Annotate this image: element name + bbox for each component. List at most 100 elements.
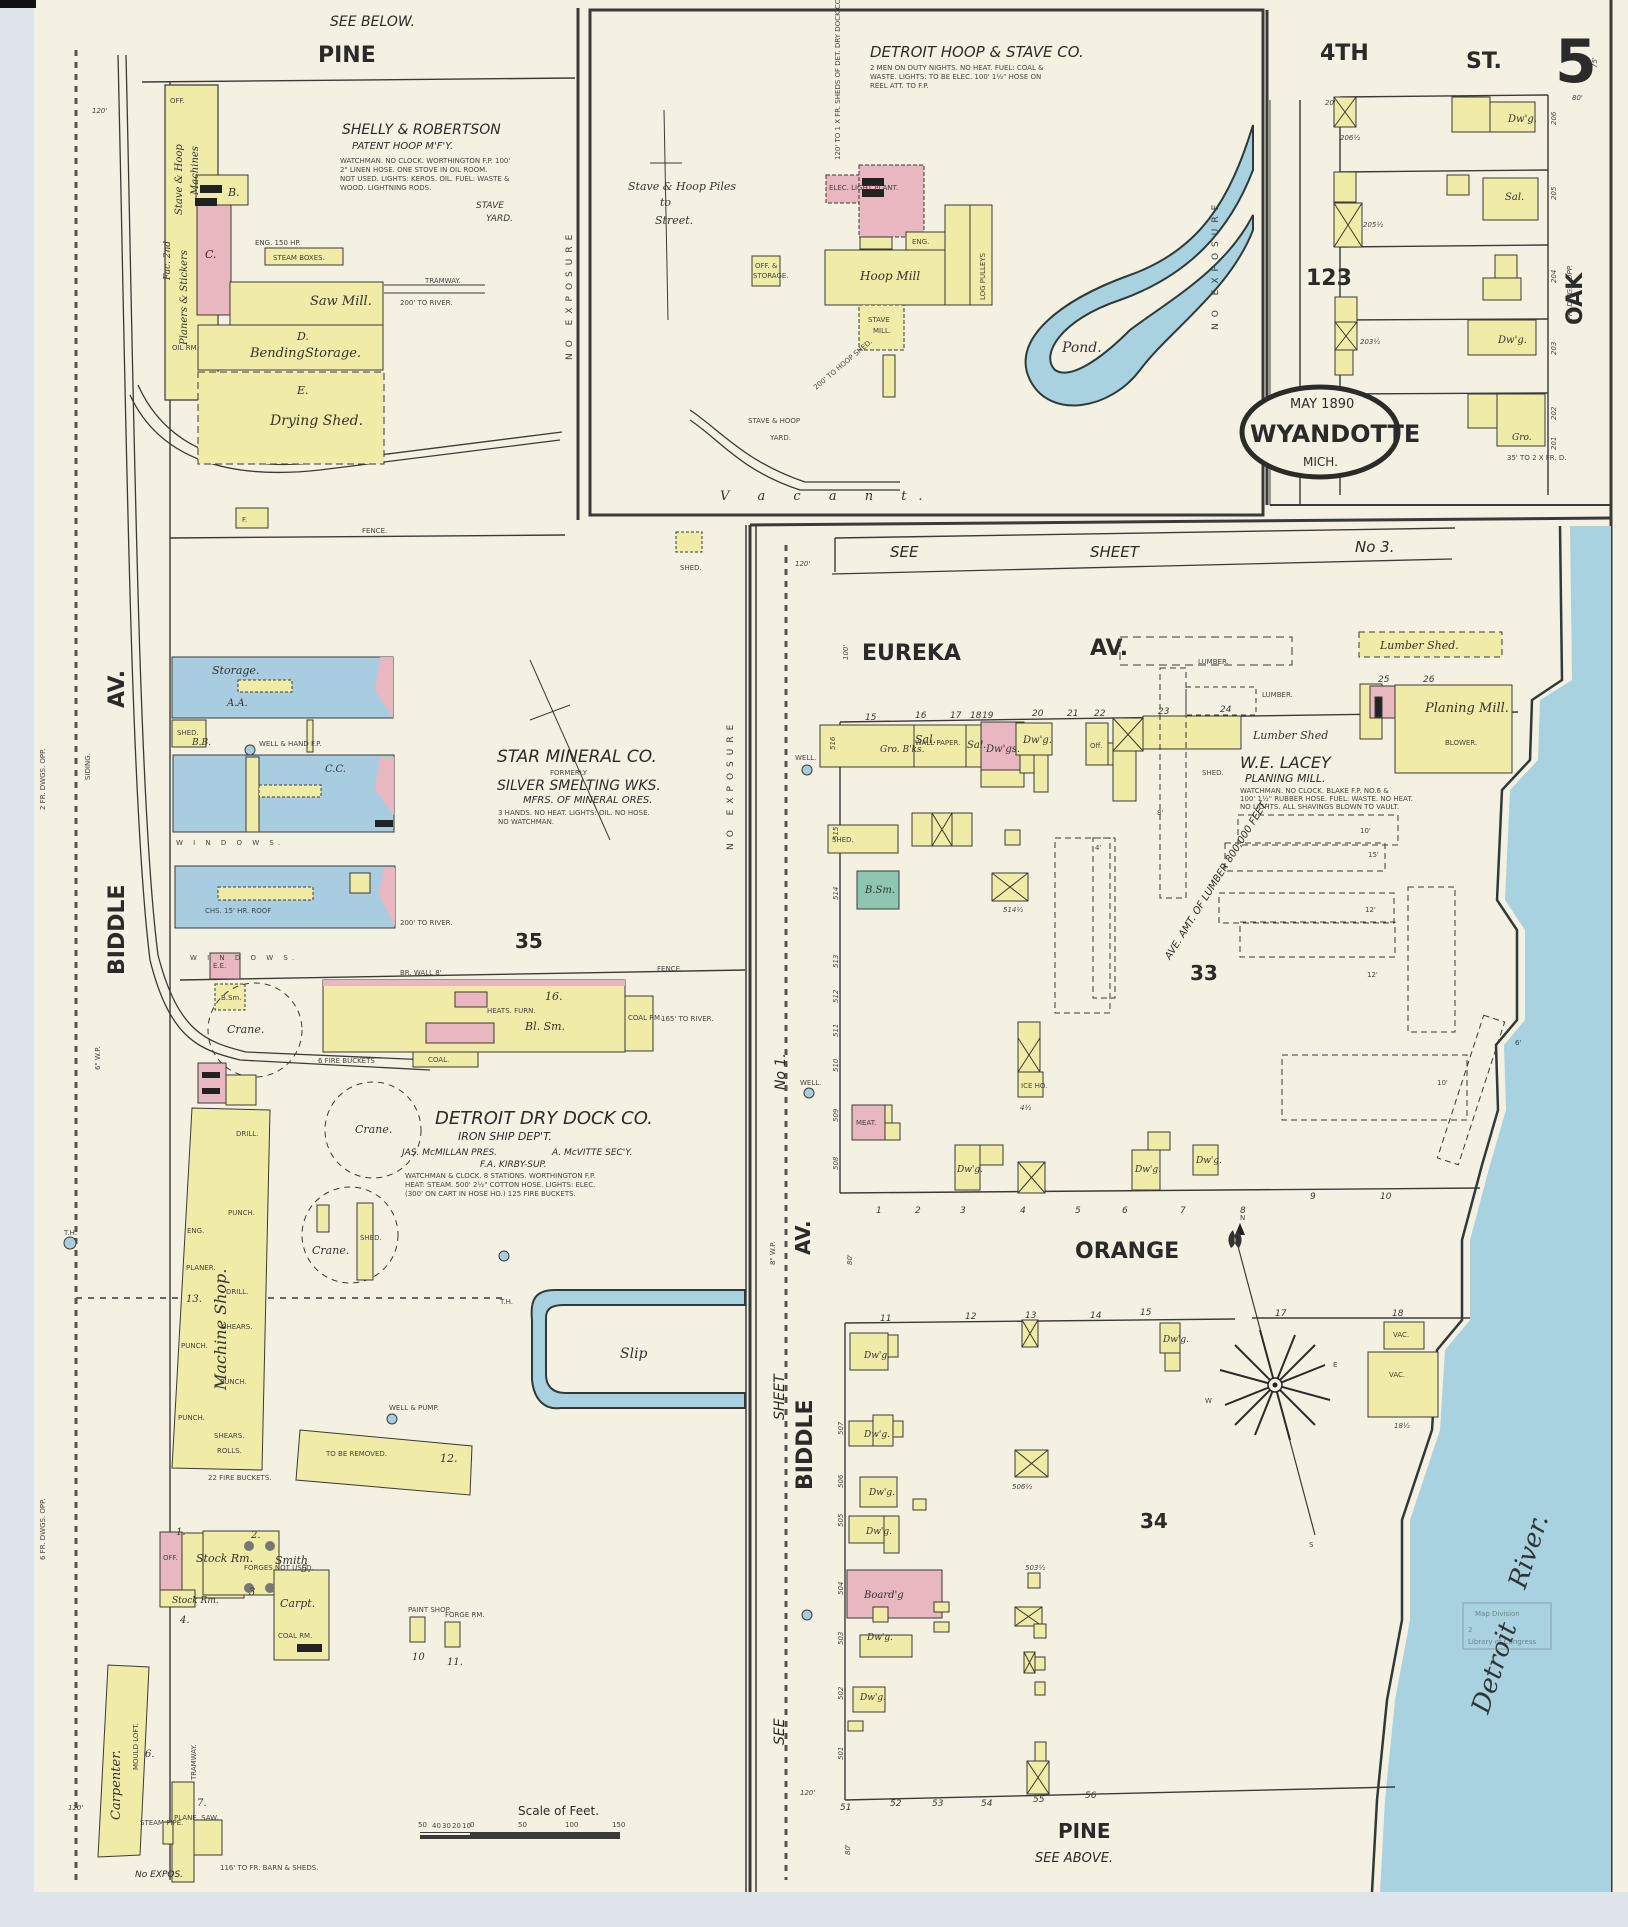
dry-dock-secretary: A. McVITTE SEC'Y.	[551, 1148, 632, 1158]
stock-room-label: Stock Rm.	[196, 1552, 253, 1565]
hoop-stave-plant	[650, 109, 993, 398]
vacant-building-label-2: VAC.	[1389, 1371, 1405, 1379]
punch-label-3: PUNCH.	[220, 1378, 247, 1386]
dwelling-label-4: Dw'g.	[956, 1165, 983, 1175]
svg-text:55: 55	[1033, 1795, 1045, 1805]
svg-text:4½: 4½	[1020, 1104, 1031, 1112]
street-pine-top: PINE	[318, 43, 376, 68]
stave-hoop-yard-label-2: YARD.	[769, 434, 791, 442]
plane-saw-label: PLANE. SAW.	[174, 1814, 219, 1822]
dim-10: 10'	[1360, 827, 1371, 835]
crane-shed-label: SHED.	[360, 1234, 382, 1242]
library-stamp: Map Division 2 Library of Congress	[1462, 1602, 1552, 1650]
fence-label-2: FENCE.	[657, 965, 682, 973]
grocery-label: Gro.	[1512, 433, 1532, 443]
wall-paper-label: WALL PAPER.	[915, 739, 960, 747]
scan-corner	[0, 0, 36, 8]
compass-rose: N S E W	[1205, 1214, 1337, 1549]
svg-text:508: 508	[832, 1156, 840, 1170]
shelly-robertson-sub: PATENT HOOP M'F'Y.	[352, 141, 453, 152]
svg-text:18½: 18½	[1394, 1422, 1410, 1430]
siding-label: SIDING.	[84, 753, 92, 780]
bending-label: Bending	[249, 346, 305, 361]
dim-8: 8'	[1157, 809, 1163, 817]
stave-mill-label: STAVE	[868, 316, 890, 324]
blower-label: BLOWER.	[1445, 739, 1477, 747]
svg-text:2: 2	[915, 1206, 921, 1216]
crane-label-2: Crane.	[355, 1123, 392, 1136]
svg-text:502: 502	[837, 1686, 845, 1700]
svg-text:2: 2	[1468, 1626, 1472, 1634]
see-above-label: SEE ABOVE.	[1035, 1851, 1113, 1866]
lacey-notes-1: WATCHMAN. NO CLOCK. BLAKE F.P. NO.6 &	[1240, 787, 1389, 795]
stave-hoop-storage-label: Stave & Hoop	[174, 144, 185, 215]
svg-text:13: 13	[1025, 1311, 1037, 1321]
windows-label: W I N D O W S.	[190, 954, 298, 962]
punch-label-4: PUNCH.	[178, 1414, 205, 1422]
detroit-river	[1380, 526, 1611, 1892]
svg-text:5: 5	[1075, 1206, 1081, 1216]
see-sheet-label-3: No 3.	[1355, 538, 1394, 556]
machines-label: Machines	[190, 146, 201, 196]
see-label-right: SEE	[772, 1718, 788, 1745]
svg-text:75': 75'	[1591, 57, 1599, 68]
smith-label: Smith	[275, 1554, 308, 1567]
svg-text:16: 16	[915, 711, 927, 721]
drill-label: DRILL.	[236, 1130, 258, 1138]
lumber-shed-label-2: Lumber Shed	[1252, 729, 1328, 742]
engine-label: ENG. 150 HP.	[255, 239, 301, 247]
dry-dock-plant	[63, 982, 510, 1883]
forge-room-label: FORGE RM.	[445, 1611, 485, 1619]
dd-engine-label: ENG.	[187, 1227, 204, 1235]
fire-buckets-22-label: 22 FIRE BUCKETS.	[208, 1474, 272, 1482]
sheet-label-right: SHEET	[772, 1373, 788, 1420]
log-pulleys-label: LOG PULLEYS	[979, 252, 987, 300]
eight-wp-label: 8" W.P.	[769, 1241, 777, 1265]
stave-mill-label-2: MILL.	[873, 327, 891, 335]
svg-text:52: 52	[890, 1799, 902, 1809]
heating-furnace-label: HEATS. FURN.	[487, 1007, 536, 1015]
svg-text:8: 8	[1240, 1206, 1246, 1216]
crane-label: Crane.	[227, 1023, 264, 1036]
map-date: MAY 1890	[1290, 397, 1354, 412]
drying-shed-label: Drying Shed.	[269, 413, 363, 429]
star-notes-1: 3 HANDS. NO HEAT. LIGHTS: OIL. NO HOSE.	[498, 809, 650, 817]
svg-text:201: 201	[1550, 437, 1558, 450]
star-former-name: SILVER SMELTING WKS.	[497, 778, 661, 794]
svg-text:503½: 503½	[1025, 1564, 1045, 1572]
block-123-note: 35' TO 2 X FR. D.	[1507, 454, 1566, 462]
svg-text:17: 17	[950, 711, 962, 721]
piles-label: Stave & Hoop Piles	[628, 180, 736, 193]
dwelling-label-8: Dw'g.	[1162, 1335, 1189, 1345]
office-label-2: OFF.	[163, 1554, 178, 1562]
street-biddle-right: BIDDLE	[793, 1399, 818, 1490]
svg-text:WASTE. LIGHTS: TO BE ELEC. 100: WASTE. LIGHTS: TO BE ELEC. 100' 1½" HOSE…	[870, 73, 1041, 81]
svg-text:2 MEN ON DUTY NIGHTS. NO HEAT.: 2 MEN ON DUTY NIGHTS. NO HEAT. FUEL: COA…	[870, 64, 1044, 72]
shears-label: SHEARS.	[222, 1323, 252, 1331]
building-ee-label: E.E.	[213, 962, 226, 970]
boarding-house-label: Board'g	[863, 1590, 904, 1601]
barn-distance-label: 116' TO FR. BARN & SHEDS.	[220, 1864, 318, 1872]
coal-room-label: COAL RM.	[628, 1014, 662, 1022]
office-storage-label-2: STORAGE.	[753, 272, 789, 280]
tramway-label: TRAMWAY.	[424, 277, 461, 285]
windows-label-2: W I N D O W S.	[176, 839, 284, 847]
svg-text:23: 23	[1158, 707, 1170, 717]
building-12-label: 12.	[440, 1452, 458, 1465]
see-sheet-line	[831, 558, 1453, 575]
grocery-label-2: Gro. B'ks.	[880, 745, 925, 755]
forges-label: FORGES NOT USED.	[244, 1564, 314, 1572]
svg-text:7: 7	[1180, 1206, 1186, 1216]
svg-text:20: 20	[1032, 709, 1044, 719]
office-label-3: Off.	[1090, 742, 1103, 750]
vacant-building-label: VAC.	[1393, 1331, 1409, 1339]
fire-buckets-6-label: 6 FIRE BUCKETS	[318, 1057, 375, 1065]
star-notes-2: NO WATCHMAN.	[498, 818, 554, 826]
office-storage-label: OFF. &	[755, 262, 778, 270]
see-below-label: SEE BELOW.	[330, 14, 415, 30]
dwelling-label-3: Dw'g.	[1022, 735, 1052, 746]
lot-5-label: 5.	[301, 1564, 311, 1575]
svg-text:10: 10	[1380, 1192, 1392, 1202]
hoop-distance-note: 120' TO 1 X FR. SHEDS OF DET. DRY DOCK C…	[834, 0, 842, 160]
lumber-pile-diagonal	[1436, 1014, 1506, 1166]
